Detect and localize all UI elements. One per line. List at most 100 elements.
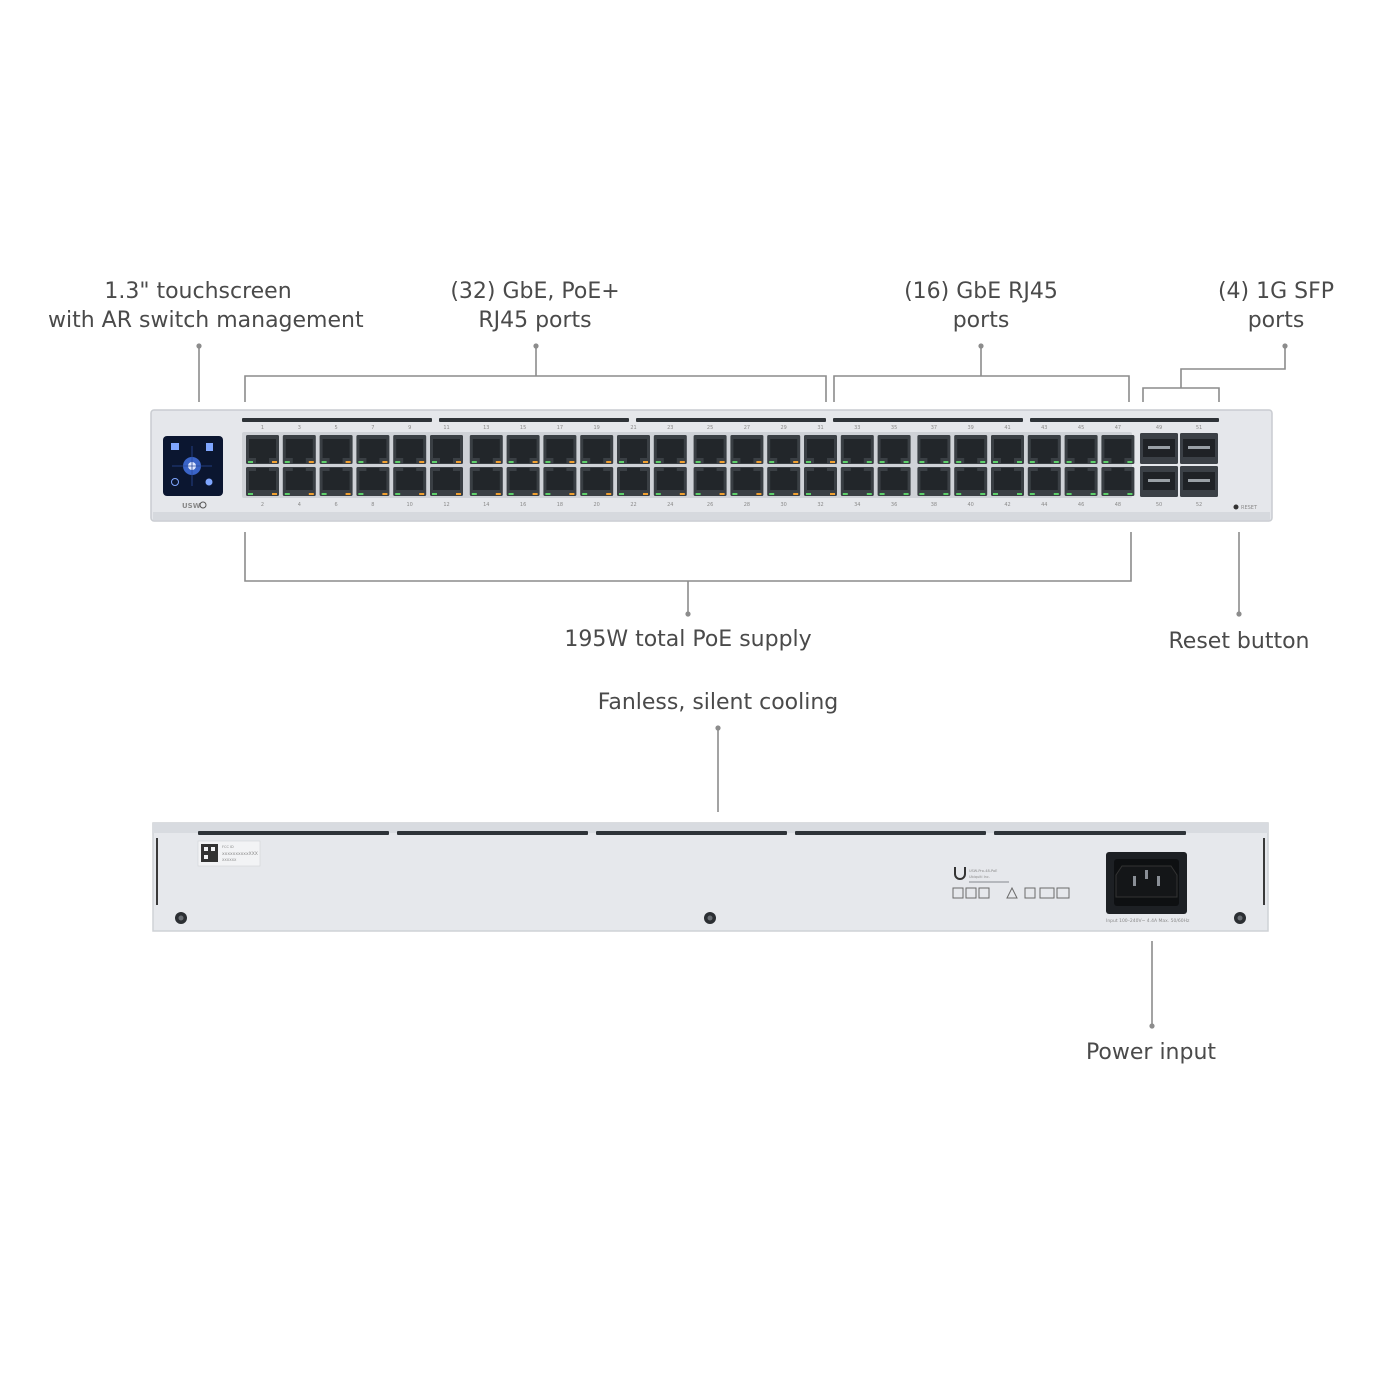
ubiquiti-logo-icon	[954, 867, 966, 880]
certification-marks-icon	[952, 886, 1070, 899]
rj45-port-4[interactable]	[282, 467, 316, 496]
compliance-model: USW-Pro-48-PoE	[969, 869, 997, 873]
screen-icon-br	[205, 478, 213, 486]
front-top-bars	[242, 418, 1219, 422]
rj45-port-35[interactable]	[877, 435, 911, 464]
callout-rj45-ports: (16) GbE RJ45 ports	[881, 277, 1081, 335]
bracket-poe-supply	[244, 532, 1132, 582]
reset-label: RESET	[1241, 505, 1258, 511]
callout-power-input: Power input	[1061, 1038, 1241, 1067]
rj45-port-30[interactable]	[767, 467, 801, 496]
rj45-port-41[interactable]	[991, 435, 1024, 464]
bracket-sfp-ports	[1142, 387, 1220, 402]
rj45-port-8[interactable]	[356, 467, 390, 496]
reset-button[interactable]	[1233, 504, 1239, 510]
rj45-port-40[interactable]	[954, 467, 988, 496]
port-label-17: 17	[557, 425, 563, 431]
rj45-port-12[interactable]	[430, 467, 463, 496]
brand-logo-icon	[199, 501, 207, 509]
port-label-27: 27	[744, 425, 750, 431]
sfp-port-51[interactable]	[1180, 433, 1218, 464]
rj45-port-47[interactable]	[1101, 435, 1135, 464]
port-label-14: 14	[483, 502, 489, 508]
rj45-port-5[interactable]	[319, 435, 353, 464]
rj45-port-44[interactable]	[1027, 467, 1061, 496]
port-label-28: 28	[744, 502, 750, 508]
port-label-24: 24	[667, 502, 673, 508]
callout-rj45-ports-line1: (16) GbE RJ45	[904, 279, 1058, 304]
port-label-26: 26	[707, 502, 713, 508]
port-label-42: 42	[1004, 502, 1010, 508]
rj45-port-25[interactable]	[693, 435, 727, 464]
rj45-port-24[interactable]	[653, 467, 687, 496]
rj45-port-18[interactable]	[543, 467, 577, 496]
rj45-port-37[interactable]	[917, 435, 951, 464]
rj45-port-32[interactable]	[804, 467, 837, 496]
rj45-port-20[interactable]	[580, 467, 614, 496]
rj45-port-27[interactable]	[730, 435, 764, 464]
rj45-port-3[interactable]	[282, 435, 316, 464]
callout-sfp-ports-line2: ports	[1247, 308, 1305, 333]
rj45-port-36[interactable]	[877, 467, 911, 496]
callout-sfp-ports: (4) 1G SFP ports	[1196, 277, 1356, 335]
touchscreen-display[interactable]: USW	[163, 436, 223, 510]
port-label-46: 46	[1078, 502, 1084, 508]
rj45-port-21[interactable]	[617, 435, 650, 464]
port-label-21: 21	[630, 425, 636, 431]
compliance-block: USW-Pro-48-PoE Ubiquiti Inc.	[952, 867, 1070, 899]
rj45-port-23[interactable]	[653, 435, 687, 464]
rj45-port-28[interactable]	[730, 467, 764, 496]
port-label-11: 11	[443, 425, 449, 431]
rj45-port-39[interactable]	[954, 435, 988, 464]
screen-icon-tl	[171, 443, 179, 450]
rj45-port-15[interactable]	[506, 435, 540, 464]
rj45-port-31[interactable]	[804, 435, 837, 464]
port-label-47: 47	[1115, 425, 1121, 431]
front-panel: USW 123456789101112131415161718192021222…	[150, 409, 1273, 522]
callout-poe-supply-text: 195W total PoE supply	[564, 627, 812, 652]
rj45-port-33[interactable]	[840, 435, 874, 464]
rj45-port-46[interactable]	[1064, 467, 1098, 496]
rj45-port-7[interactable]	[356, 435, 390, 464]
callout-poe-ports: (32) GbE, PoE+ RJ45 ports	[435, 277, 635, 335]
rj45-port-17[interactable]	[543, 435, 577, 464]
rj45-port-11[interactable]	[430, 435, 463, 464]
rj45-port-26[interactable]	[693, 467, 727, 496]
rj45-port-19[interactable]	[580, 435, 614, 464]
sfp-port-52[interactable]	[1180, 466, 1218, 497]
port-label-18: 18	[557, 502, 563, 508]
sfp-port-49[interactable]	[1140, 433, 1178, 464]
rj45-port-2[interactable]	[246, 467, 279, 496]
brand-label: USW	[182, 502, 201, 510]
rj45-port-48[interactable]	[1101, 467, 1135, 496]
sfp-port-50[interactable]	[1140, 466, 1178, 497]
rj45-port-9[interactable]	[393, 435, 427, 464]
rj45-port-38[interactable]	[917, 467, 951, 496]
power-inlet[interactable]: Input 100–240V~ 4.4A Max. 50/60Hz	[1106, 852, 1190, 924]
callout-sfp-ports-line1: (4) 1G SFP	[1217, 279, 1335, 304]
rj45-port-13[interactable]	[469, 435, 503, 464]
port-label-1: 1	[261, 425, 264, 431]
port-label-6: 6	[335, 502, 338, 508]
rj45-port-10[interactable]	[393, 467, 427, 496]
rj45-port-14[interactable]	[469, 467, 503, 496]
rj45-port-29[interactable]	[767, 435, 801, 464]
front-chassis-shadow	[153, 512, 1270, 520]
callout-power-input-text: Power input	[1085, 1040, 1217, 1065]
port-label-23: 23	[667, 425, 673, 431]
rj45-port-42[interactable]	[991, 467, 1024, 496]
rj45-port-1[interactable]	[246, 435, 279, 464]
compliance-company: Ubiquiti Inc.	[969, 875, 990, 879]
rj45-port-45[interactable]	[1064, 435, 1098, 464]
port-label-19: 19	[594, 425, 600, 431]
sfp-label-51: 51	[1196, 425, 1202, 431]
callout-poe-supply: 195W total PoE supply	[538, 625, 838, 654]
rj45-port-22[interactable]	[617, 467, 650, 496]
rj45-port-43[interactable]	[1027, 435, 1061, 464]
port-label-44: 44	[1041, 502, 1047, 508]
rj45-port-34[interactable]	[840, 467, 874, 496]
rj45-port-6[interactable]	[319, 467, 353, 496]
port-label-35: 35	[891, 425, 897, 431]
port-label-10: 10	[407, 502, 413, 508]
rj45-port-16[interactable]	[506, 467, 540, 496]
